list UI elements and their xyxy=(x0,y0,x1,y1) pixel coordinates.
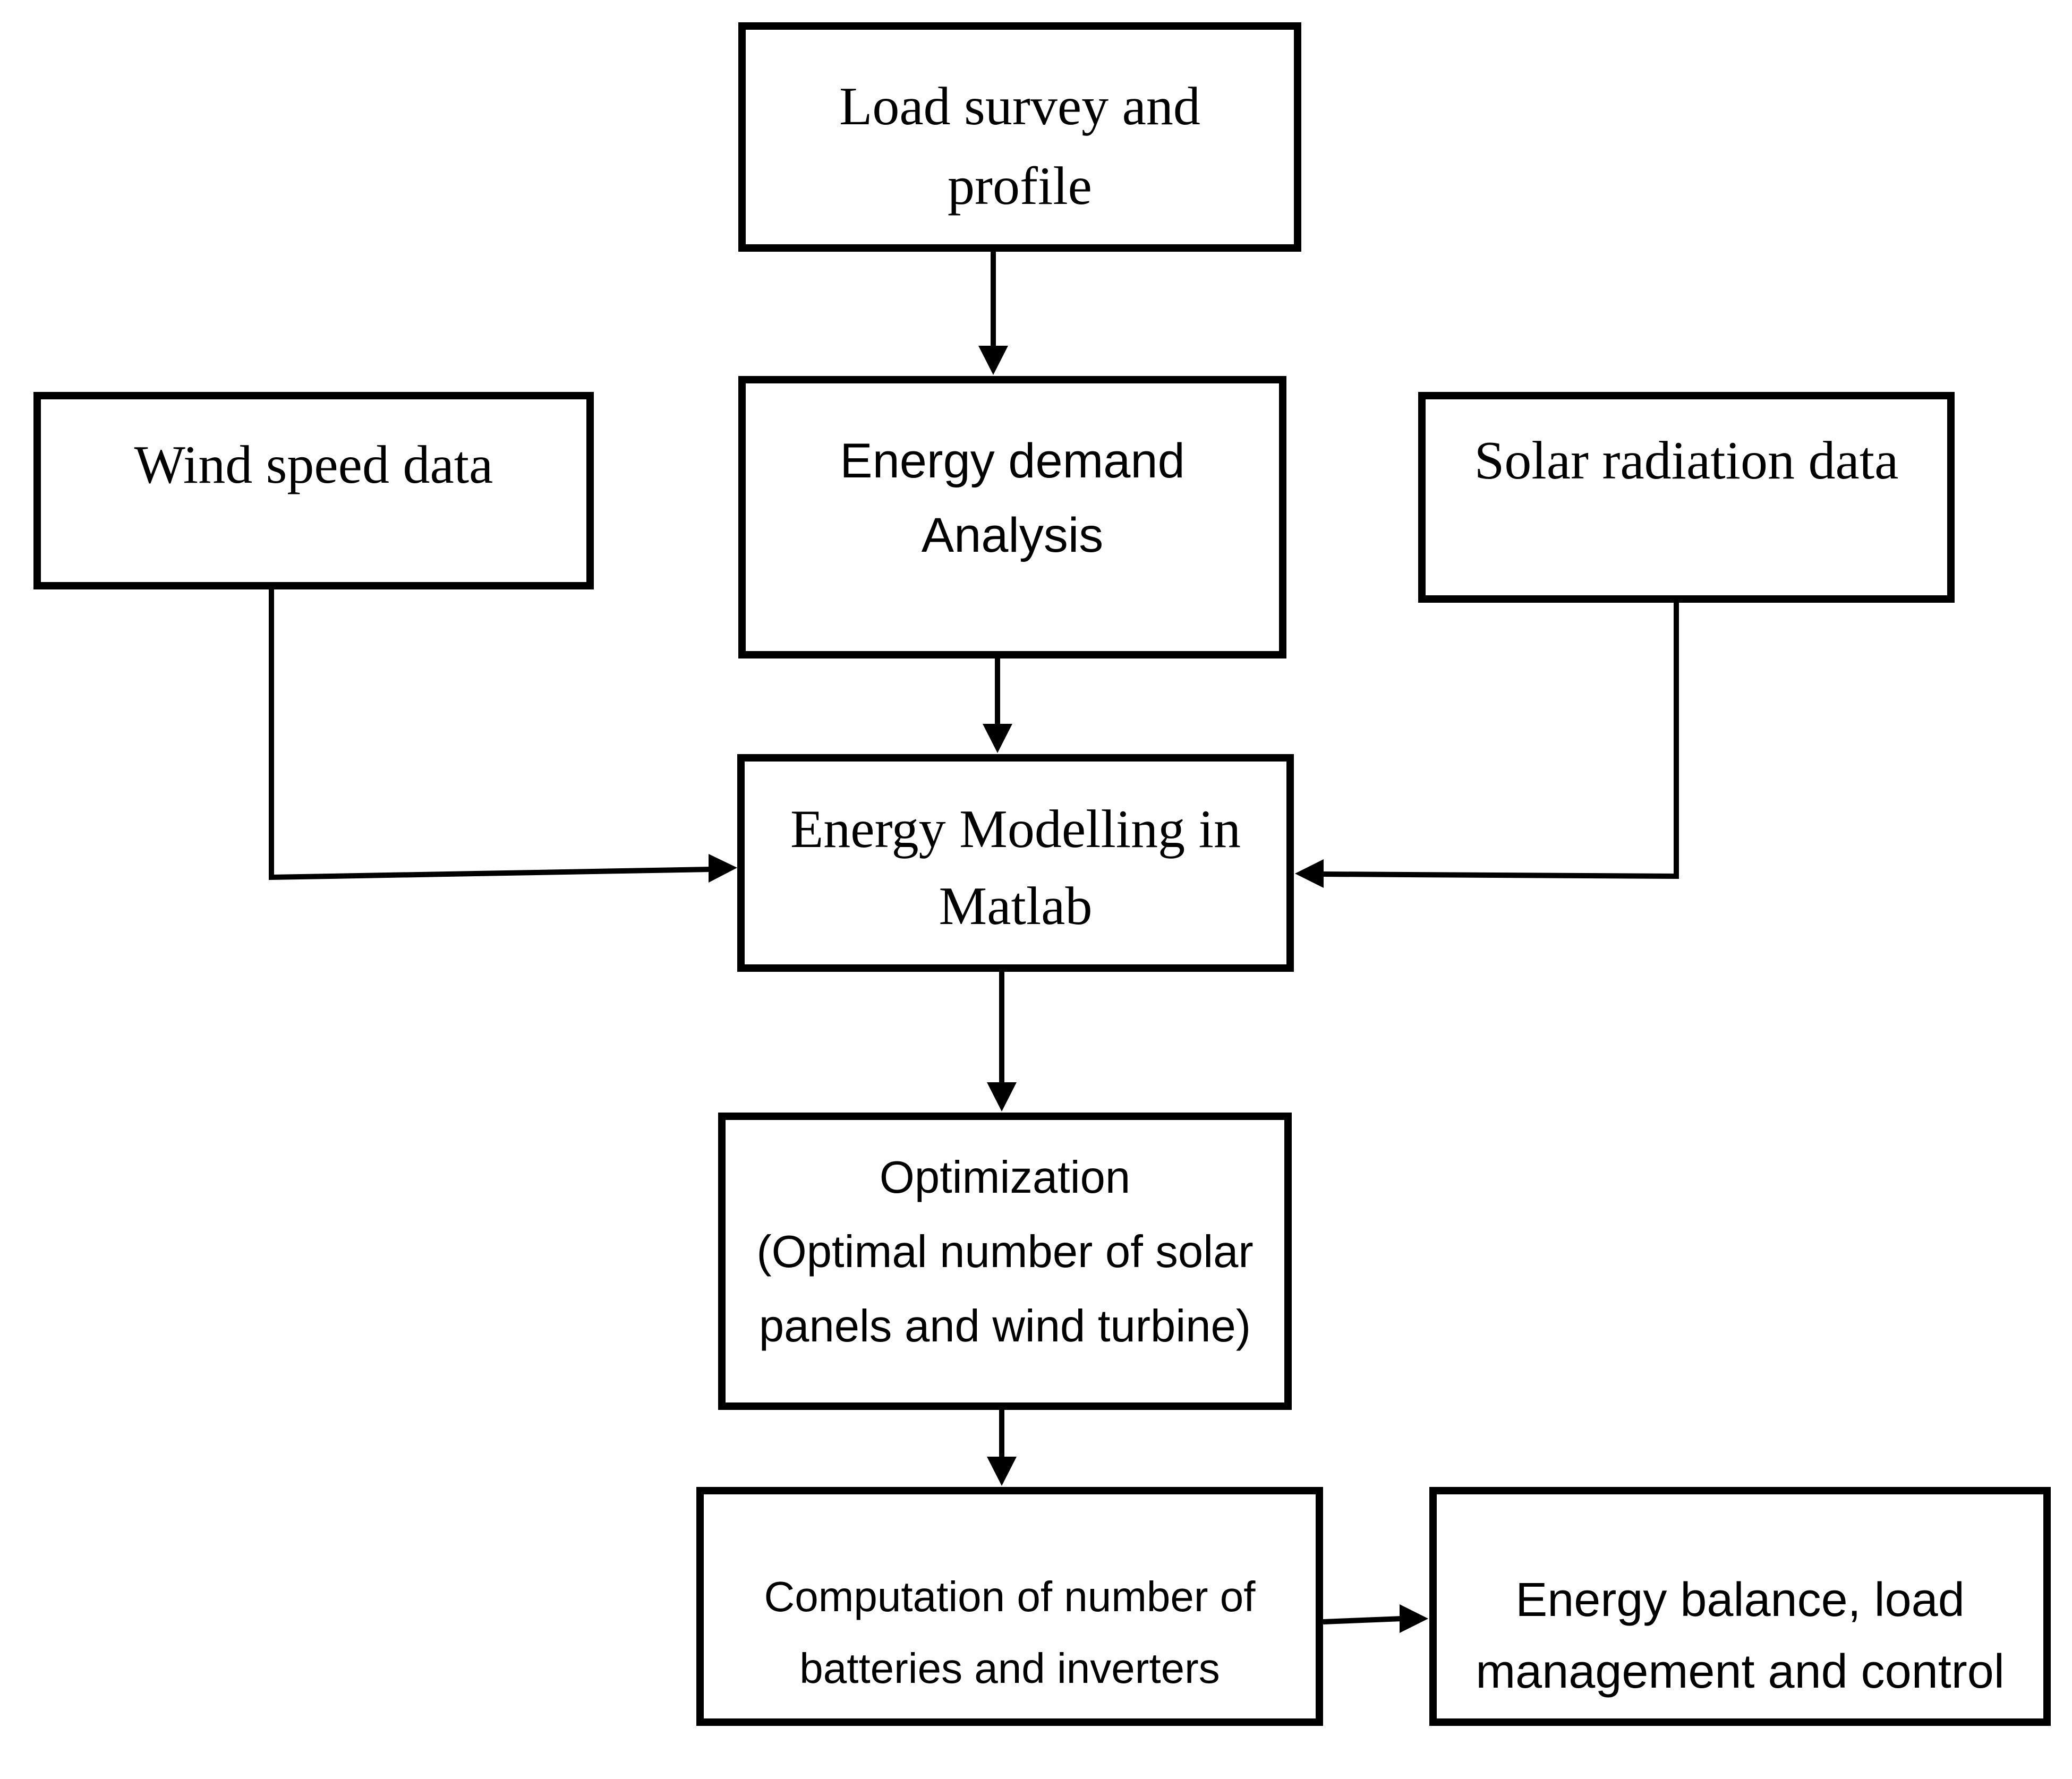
node-energy-demand-analysis: Energy demand Analysis xyxy=(738,376,1286,658)
node-label-line: management and control xyxy=(1476,1645,2005,1698)
arrow-solar-radiation-to-energy-modelling xyxy=(1295,603,1679,888)
node-optimization: Optimization (Optimal number of solar pa… xyxy=(718,1113,1292,1410)
arrow-wind-speed-to-energy-modelling xyxy=(269,589,737,883)
node-label-line: (Optimal number of solar xyxy=(756,1227,1254,1277)
node-label-line: panels and wind turbine) xyxy=(758,1301,1251,1352)
node-solar-radiation-data: Solar radiation data xyxy=(1418,392,1955,603)
node-energy-modelling-in-matlab: Energy Modelling in Matlab xyxy=(737,754,1294,972)
arrow-computation-to-energy-balance xyxy=(1323,1604,1428,1633)
node-label-line: Energy balance, load xyxy=(1515,1573,1965,1627)
arrow-energy-demand-to-energy-modelling xyxy=(983,658,1012,753)
node-label-line: Optimization xyxy=(879,1152,1131,1203)
node-label-line: Load survey and xyxy=(839,76,1200,136)
arrow-load-survey-to-energy-demand xyxy=(978,252,1008,375)
node-energy-balance-load-management: Energy balance, load management and cont… xyxy=(1429,1487,2051,1726)
node-label-line: Matlab xyxy=(939,876,1093,936)
node-label-line: Analysis xyxy=(921,508,1104,562)
node-wind-speed-data: Wind speed data xyxy=(33,392,594,589)
node-computation-batteries-inverters: Computation of number of batteries and i… xyxy=(696,1487,1323,1726)
node-label-line: Energy Modelling in xyxy=(790,799,1241,859)
node-label-line: profile xyxy=(948,156,1092,216)
arrow-energy-modelling-to-optimization xyxy=(987,972,1017,1111)
node-label-line: batteries and inverters xyxy=(799,1645,1220,1692)
node-label-line: Computation of number of xyxy=(764,1573,1256,1620)
node-load-survey-and-profile: Load survey and profile xyxy=(738,22,1301,252)
node-label-line: Energy demand xyxy=(840,434,1185,488)
node-label-line: Wind speed data xyxy=(134,435,493,495)
arrow-optimization-to-computation xyxy=(987,1410,1017,1486)
node-label-line: Solar radiation data xyxy=(1474,431,1899,491)
